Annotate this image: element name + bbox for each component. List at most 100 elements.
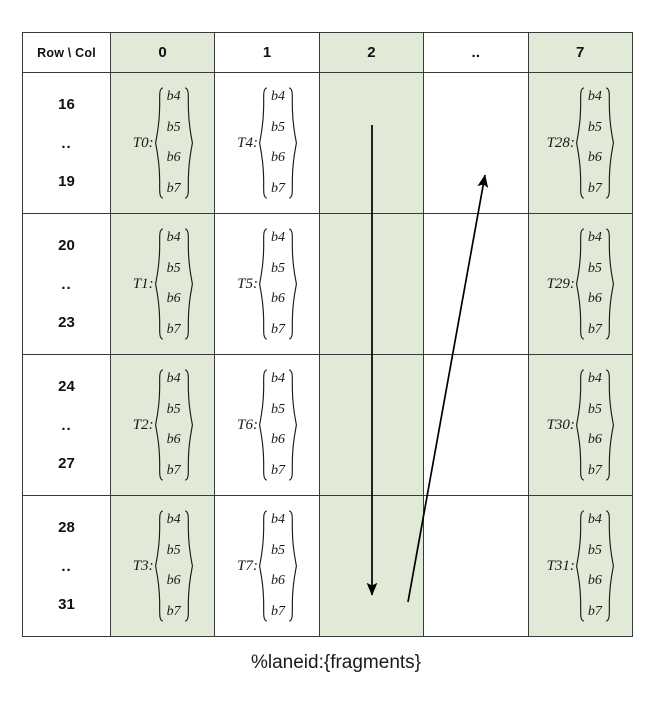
fragment-item: b6 [166, 432, 181, 448]
row-label-dots: .. [61, 275, 72, 293]
fragment-item: b6 [166, 573, 181, 589]
thread-label: T29: [546, 275, 575, 292]
fragment-item: b5 [587, 119, 602, 135]
header-cell-col-0: 0 [109, 32, 216, 73]
row-label-dots: .. [61, 557, 72, 575]
fragment-cell-empty [318, 354, 425, 496]
row-label-cell: 20..23 [22, 213, 111, 355]
row-label-cell: 16..19 [22, 72, 111, 214]
figure-caption: %laneid:{fragments} [250, 652, 422, 673]
left-brace-icon [575, 87, 585, 199]
thread-label: T1: [132, 275, 154, 292]
right-brace-icon [605, 228, 614, 340]
table-header: Row \ Col 0 1 2 .. 7 [22, 32, 633, 73]
fragment-item: b5 [271, 119, 285, 135]
fragment-item: b7 [271, 603, 285, 619]
fragment-item: b4 [166, 512, 181, 527]
right-brace-icon [184, 87, 193, 199]
fragment-item: b6 [166, 150, 181, 166]
fragment-item: b5 [587, 260, 602, 276]
fragment-item: b4 [271, 89, 285, 104]
fragment-item: b5 [166, 401, 181, 417]
header-cell-col-1: 1 [214, 32, 320, 73]
left-brace-icon [154, 510, 164, 622]
fragment-item: b4 [166, 89, 181, 104]
row-label-dots: .. [61, 416, 72, 434]
fragment-item: b6 [271, 432, 285, 448]
left-brace-icon [575, 228, 585, 340]
row-label-cell: 24..27 [22, 354, 111, 496]
row-label-end: 31 [58, 596, 75, 614]
thread-label: T5: [237, 275, 258, 292]
fragment-item: b4 [587, 230, 602, 245]
fragment-item: b5 [271, 542, 285, 558]
fragment-item: b5 [166, 119, 181, 135]
thread-label: T4: [237, 134, 258, 151]
fragment-item: b6 [271, 150, 285, 166]
fragment-item: b4 [271, 512, 285, 527]
fragment-cell-empty [423, 354, 529, 496]
row-label-cell: 28..31 [22, 495, 111, 637]
fragment-cell-empty [318, 72, 425, 214]
fragment-item: b4 [166, 230, 181, 245]
row-label-end: 23 [58, 314, 75, 332]
row-label-end: 27 [58, 455, 75, 473]
fragment-item: b6 [587, 432, 602, 448]
fragment-cell-empty [423, 495, 529, 637]
thread-label: T28: [546, 134, 575, 151]
fragment-item: b7 [587, 180, 602, 196]
fragment-item: b6 [587, 573, 602, 589]
thread-label: T31: [546, 557, 575, 574]
header-cell-col-7: 7 [527, 32, 633, 73]
fragment-item: b5 [587, 542, 602, 558]
left-brace-icon [259, 228, 268, 340]
left-brace-icon [259, 510, 268, 622]
fragment-item: b7 [587, 603, 602, 619]
left-brace-icon [259, 369, 268, 481]
right-brace-icon [184, 510, 193, 622]
right-brace-icon [605, 510, 614, 622]
fragment-cell-empty [423, 72, 529, 214]
header-cell-col-2: 2 [318, 32, 425, 73]
fragment-item: b7 [166, 462, 181, 478]
fragment-item: b7 [271, 321, 285, 337]
thread-label: T0: [132, 134, 154, 151]
left-brace-icon [154, 228, 164, 340]
right-brace-icon [605, 87, 614, 199]
thread-label: T6: [237, 416, 258, 433]
left-brace-icon [575, 369, 585, 481]
fragment-item: b7 [166, 180, 181, 196]
right-brace-icon [288, 87, 297, 199]
header-cell-col-ellipsis: .. [423, 32, 529, 73]
fragment-item: b6 [587, 291, 602, 307]
right-brace-icon [288, 228, 297, 340]
row-label-start: 16 [58, 95, 75, 113]
fragment-item: b5 [271, 401, 285, 417]
fragment-item: b4 [271, 371, 285, 386]
left-brace-icon [154, 369, 164, 481]
thread-label: T3: [132, 557, 154, 574]
left-brace-icon [575, 510, 585, 622]
